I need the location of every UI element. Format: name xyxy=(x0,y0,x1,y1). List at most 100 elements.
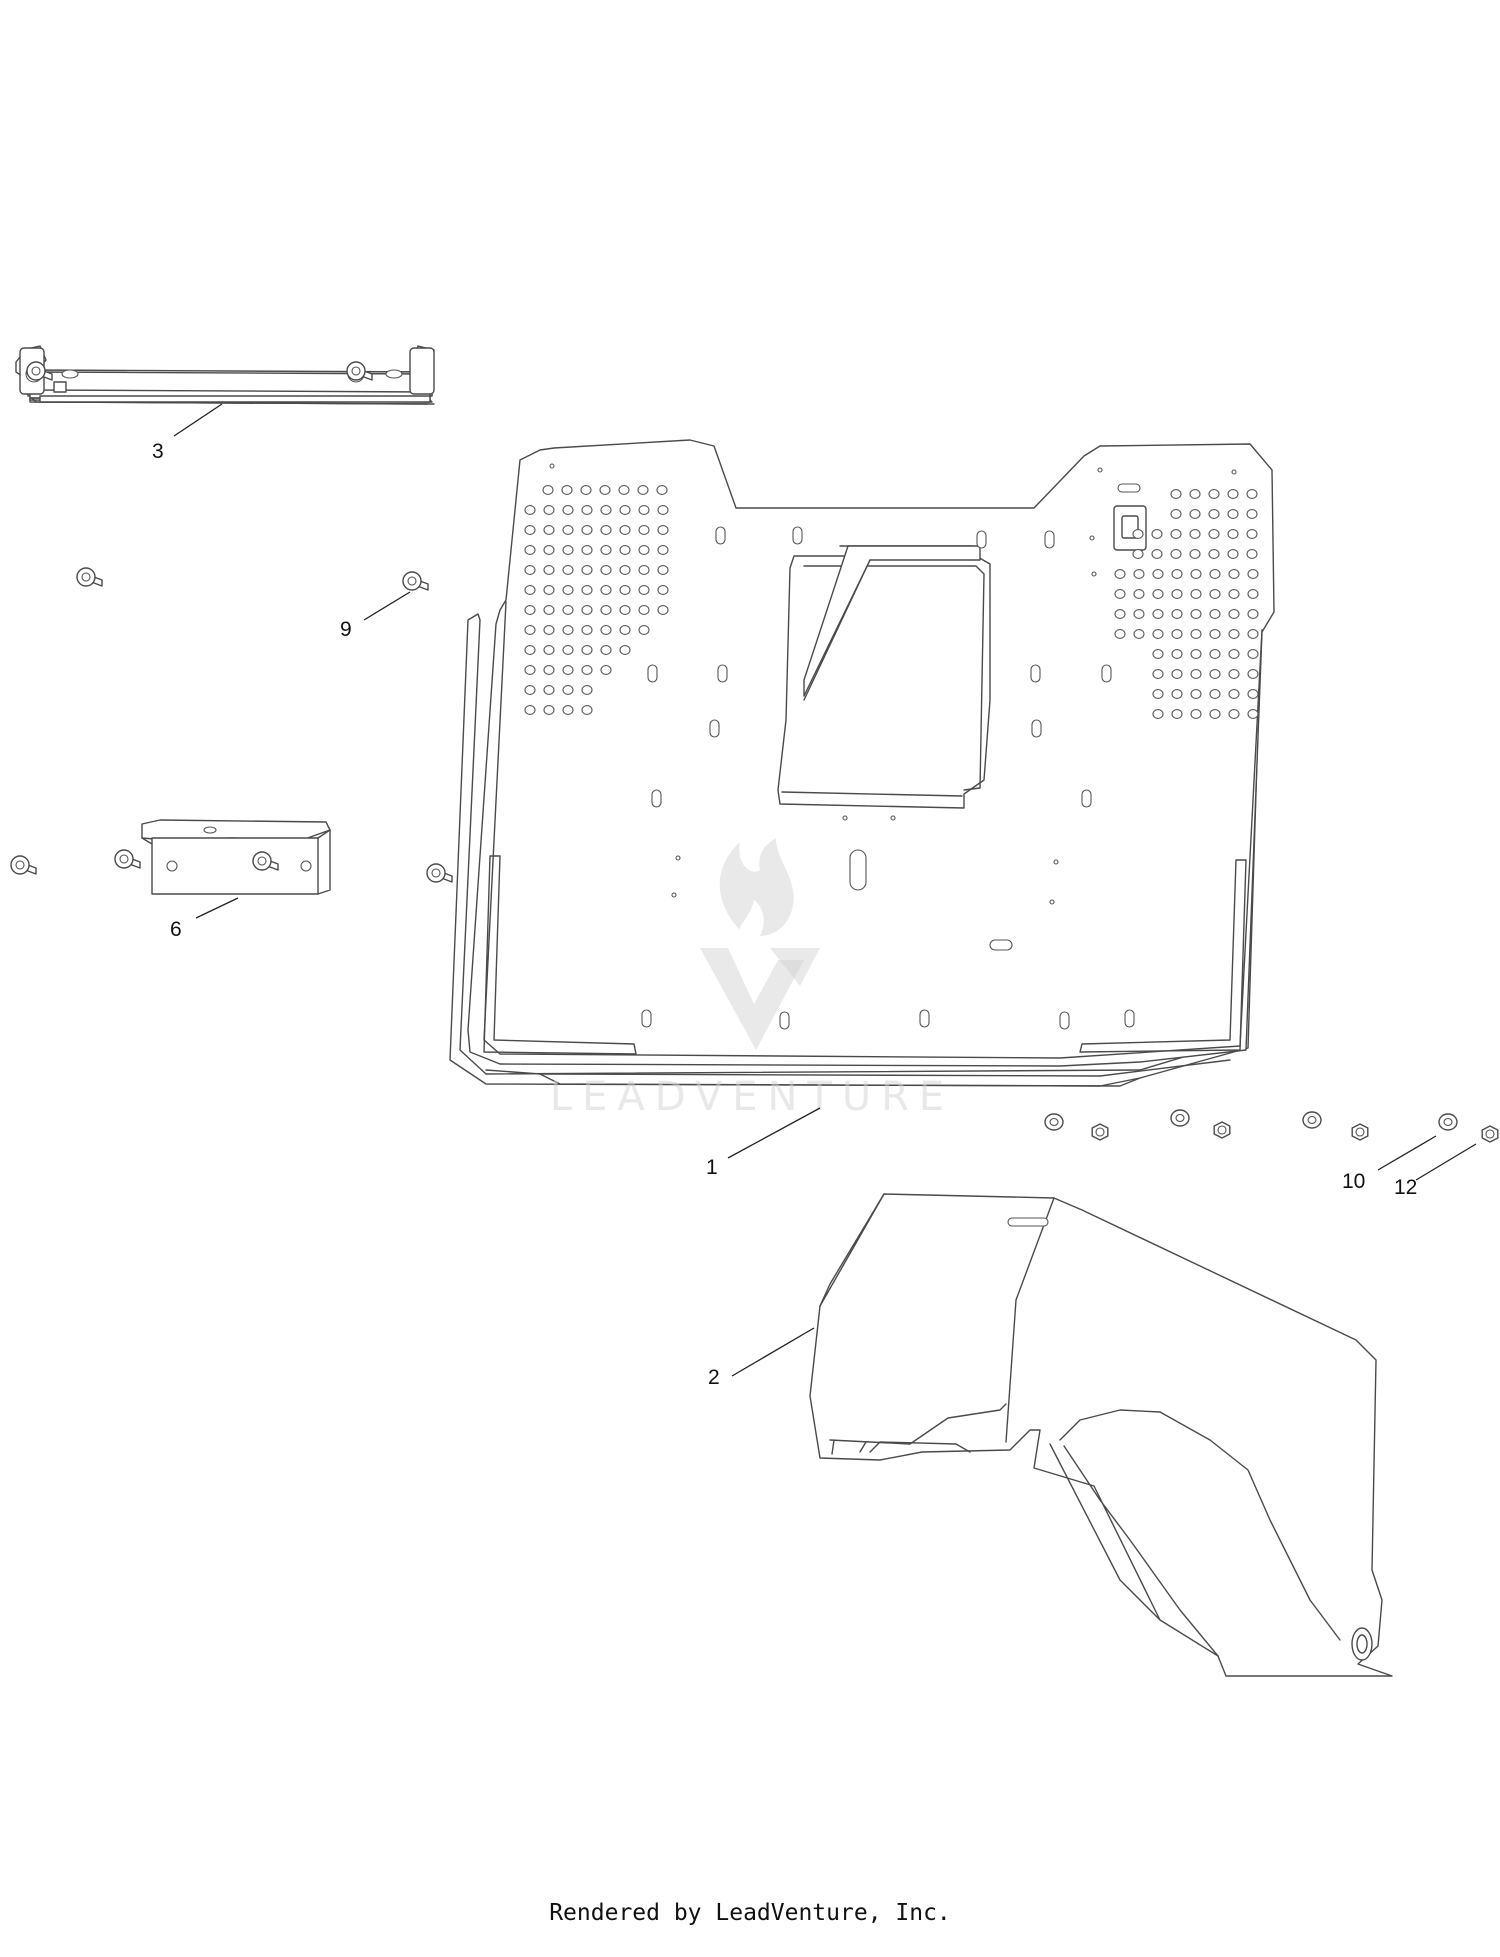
perforation-hole xyxy=(562,545,574,555)
bolt[interactable] xyxy=(10,855,37,875)
perforation-hole xyxy=(600,665,612,675)
perforation-hole xyxy=(1228,689,1240,699)
perforation-hole xyxy=(1151,549,1163,559)
perforation-hole xyxy=(1228,569,1240,579)
part-9-bolts[interactable] xyxy=(10,361,453,883)
perforation-hole xyxy=(1114,629,1126,639)
perforation-hole xyxy=(543,505,555,515)
callouts: 3 9 6 1 2 10 12 xyxy=(152,440,1417,1389)
nut[interactable] xyxy=(1351,1123,1369,1141)
bolt[interactable] xyxy=(346,361,373,381)
perforation-hole xyxy=(1227,509,1239,519)
footer-credit: Rendered by LeadVenture, Inc. xyxy=(549,1900,951,1926)
perforation-hole xyxy=(1227,549,1239,559)
nut[interactable] xyxy=(1091,1123,1109,1141)
perforation-hole xyxy=(581,605,593,615)
part-1-panel[interactable] xyxy=(449,439,1275,1087)
perforation-hole xyxy=(581,565,593,575)
perforation-hole xyxy=(524,605,536,615)
perforation-hole xyxy=(1114,589,1126,599)
perforation-hole xyxy=(1208,549,1220,559)
leader-lines xyxy=(173,403,1477,1377)
perforation-hole xyxy=(1209,589,1221,599)
washer[interactable] xyxy=(1044,1113,1064,1131)
perforation-hole xyxy=(524,645,536,655)
perforation-hole xyxy=(657,505,669,515)
perforation-hole xyxy=(656,485,668,495)
perforation-hole xyxy=(543,545,555,555)
perforation-hole xyxy=(1152,609,1164,619)
perforation-hole xyxy=(1209,649,1221,659)
bolt[interactable] xyxy=(26,361,53,381)
perforation-hole xyxy=(1190,689,1202,699)
part-10-washers[interactable] xyxy=(1044,1109,1458,1131)
perforation-hole xyxy=(581,625,593,635)
nut[interactable] xyxy=(1213,1121,1231,1139)
perforation-hole xyxy=(619,605,631,615)
perforation-hole xyxy=(581,705,593,715)
watermark-text: LEADVENTURE xyxy=(550,1074,954,1120)
perforation-hole xyxy=(618,485,630,495)
perforation-hole xyxy=(543,665,555,675)
perforation-right xyxy=(1114,489,1259,719)
perforation-hole xyxy=(1228,669,1240,679)
perforation-hole xyxy=(1189,529,1201,539)
callout-3: 3 xyxy=(152,440,164,463)
perforation-hole xyxy=(600,525,612,535)
perforation-hole xyxy=(1209,609,1221,619)
perforation-hole xyxy=(1227,489,1239,499)
bolt[interactable] xyxy=(76,567,103,587)
perforation-hole xyxy=(1228,589,1240,599)
perforation-hole xyxy=(1246,549,1258,559)
perforation-hole xyxy=(543,565,555,575)
perforation-hole xyxy=(1171,709,1183,719)
bolt[interactable] xyxy=(402,571,429,591)
perforation-hole xyxy=(1152,649,1164,659)
perforation-hole xyxy=(1247,669,1259,679)
perforation-hole xyxy=(1247,649,1259,659)
part-2-cover[interactable] xyxy=(809,1193,1393,1677)
washer[interactable] xyxy=(1170,1109,1190,1127)
perforation-hole xyxy=(1151,529,1163,539)
perforation-hole xyxy=(1133,629,1145,639)
washer[interactable] xyxy=(1438,1113,1458,1131)
perforation-hole xyxy=(1133,589,1145,599)
perforation-hole xyxy=(562,625,574,635)
part-6-bracket[interactable] xyxy=(141,819,331,895)
perforation-hole xyxy=(600,645,612,655)
perforation-hole xyxy=(1152,569,1164,579)
perforation-hole xyxy=(1132,549,1144,559)
perforation-hole xyxy=(581,645,593,655)
perforation-hole xyxy=(1208,509,1220,519)
washer[interactable] xyxy=(1302,1111,1322,1129)
perforation-hole xyxy=(1190,709,1202,719)
perforation-hole xyxy=(619,565,631,575)
perforation-hole xyxy=(1208,529,1220,539)
perforation-hole xyxy=(657,525,669,535)
bolt[interactable] xyxy=(252,851,279,871)
perforation-hole xyxy=(637,485,649,495)
bolt[interactable] xyxy=(426,863,453,883)
perforation-hole xyxy=(1227,529,1239,539)
perforation-hole xyxy=(600,505,612,515)
perforation-hole xyxy=(524,545,536,555)
perforation-hole xyxy=(1208,489,1220,499)
perforation-hole xyxy=(600,605,612,615)
perforation-hole xyxy=(581,505,593,515)
perforation-hole xyxy=(524,625,536,635)
perforation-hole xyxy=(1209,669,1221,679)
perforation-hole xyxy=(543,585,555,595)
perforation-hole xyxy=(638,585,650,595)
perforation-hole xyxy=(657,585,669,595)
perforation-hole xyxy=(600,545,612,555)
perforation-hole xyxy=(1114,609,1126,619)
perforation-hole xyxy=(581,545,593,555)
perforation-hole xyxy=(1171,629,1183,639)
perforation-hole xyxy=(1209,709,1221,719)
part-12-nuts[interactable] xyxy=(1091,1121,1499,1143)
perforation-hole xyxy=(600,625,612,635)
callout-9: 9 xyxy=(340,618,352,641)
nut[interactable] xyxy=(1481,1125,1499,1143)
bolt[interactable] xyxy=(114,849,141,869)
